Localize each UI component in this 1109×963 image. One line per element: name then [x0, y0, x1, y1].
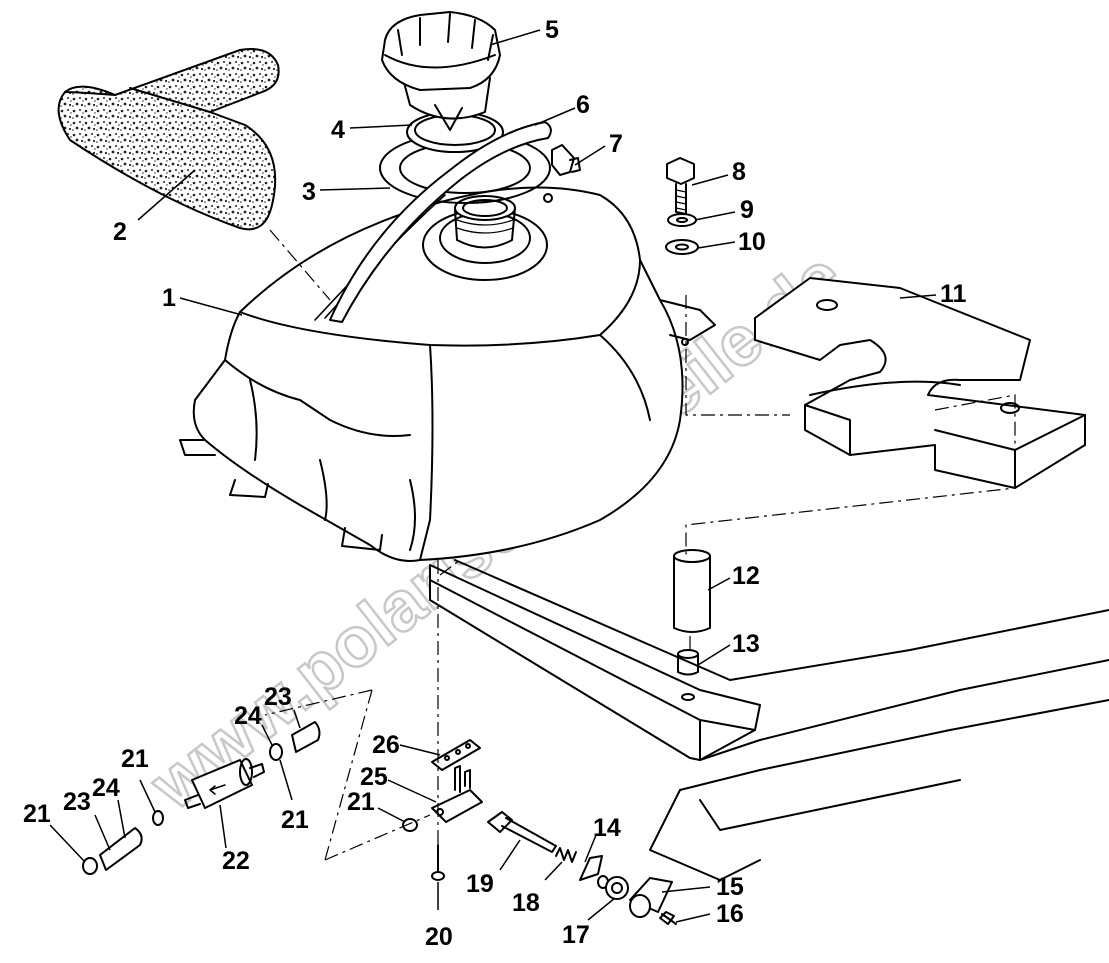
- leader-lines: [49, 29, 937, 923]
- callout-21: 21: [281, 806, 309, 834]
- callout-13: 13: [732, 630, 760, 658]
- fuel-hose-lower: [99, 827, 143, 871]
- callout-1: 1: [162, 284, 176, 312]
- bushing: [677, 649, 699, 676]
- callout-14: 14: [593, 814, 621, 842]
- callout-9: 9: [740, 196, 754, 224]
- callout-16: 16: [716, 900, 744, 928]
- callout-18: 18: [512, 889, 540, 917]
- assembly-lines: [264, 229, 1016, 861]
- callout-15: 15: [716, 873, 744, 901]
- callout-6: 6: [576, 91, 590, 119]
- callout-12: 12: [732, 562, 760, 590]
- spacer-tube: [673, 549, 711, 633]
- valve-shaft: [487, 811, 557, 853]
- callout-8: 8: [732, 158, 746, 186]
- frame-rail: [429, 559, 1109, 881]
- vent-fitting: [551, 144, 581, 176]
- callout-4: 4: [331, 116, 345, 144]
- callout-17: 17: [562, 921, 590, 949]
- bottom-screw: [431, 844, 445, 881]
- hose-clamp: [82, 743, 418, 875]
- fuel-cap: [381, 11, 501, 131]
- vent-hose: [329, 121, 552, 323]
- cap-seal-ring: [406, 111, 504, 153]
- callout-25: 25: [360, 763, 388, 791]
- callout-11: 11: [940, 280, 967, 308]
- callout-21: 21: [121, 745, 149, 773]
- callout-3: 3: [302, 178, 316, 206]
- callout-19: 19: [466, 870, 494, 898]
- grommet: [597, 875, 629, 900]
- callout-22: 22: [222, 847, 250, 875]
- fuel-tank: [179, 186, 716, 562]
- callout-5: 5: [545, 16, 559, 44]
- mounting-bracket: [754, 277, 1086, 489]
- callout-20: 20: [425, 923, 453, 951]
- callout-2: 2: [113, 218, 127, 246]
- callout-labels: 1 2 3 4 5 6 7 8 9 10 11 12 13 14 15 16 1…: [23, 16, 967, 951]
- fuel-valve: [431, 765, 483, 823]
- screw: [659, 911, 677, 925]
- fuel-hose-upper: [291, 721, 321, 753]
- callout-23: 23: [63, 788, 91, 816]
- valve-knob: [629, 877, 673, 918]
- foam-pad: [57, 48, 280, 231]
- callout-10: 10: [738, 228, 766, 256]
- callout-21: 21: [347, 788, 375, 816]
- callout-24: 24: [92, 774, 120, 802]
- callout-21: 21: [23, 800, 51, 828]
- bolt: [666, 157, 695, 215]
- callout-23: 23: [264, 683, 292, 711]
- valve-plate: [431, 739, 481, 771]
- lock-washer: [667, 213, 697, 227]
- fuel-filter: [184, 758, 265, 809]
- callout-7: 7: [609, 130, 623, 158]
- callout-26: 26: [372, 731, 400, 759]
- callout-24: 24: [234, 702, 262, 730]
- spring: [555, 847, 577, 863]
- detent-plate: [579, 855, 603, 881]
- flat-washer: [665, 239, 699, 255]
